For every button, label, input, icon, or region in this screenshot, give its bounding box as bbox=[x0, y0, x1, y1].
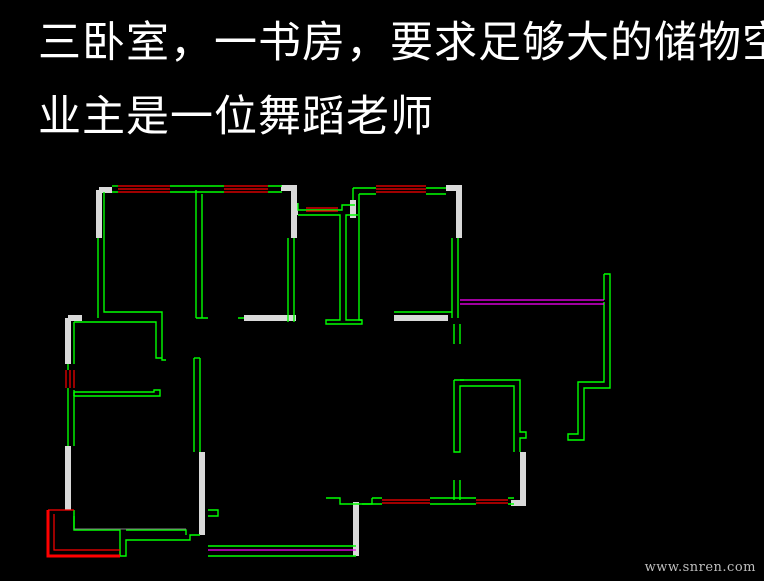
watermark: www.snren.com bbox=[644, 560, 756, 575]
structural-walls bbox=[65, 185, 526, 556]
requirement-line-2: 业主是一位舞蹈老师 bbox=[38, 92, 434, 142]
balcony-railings bbox=[208, 299, 604, 551]
partition-walls bbox=[67, 185, 611, 557]
requirement-line-1: 三卧室，一书房，要求足够大的储物空间 bbox=[38, 18, 764, 68]
windows bbox=[46, 185, 508, 558]
